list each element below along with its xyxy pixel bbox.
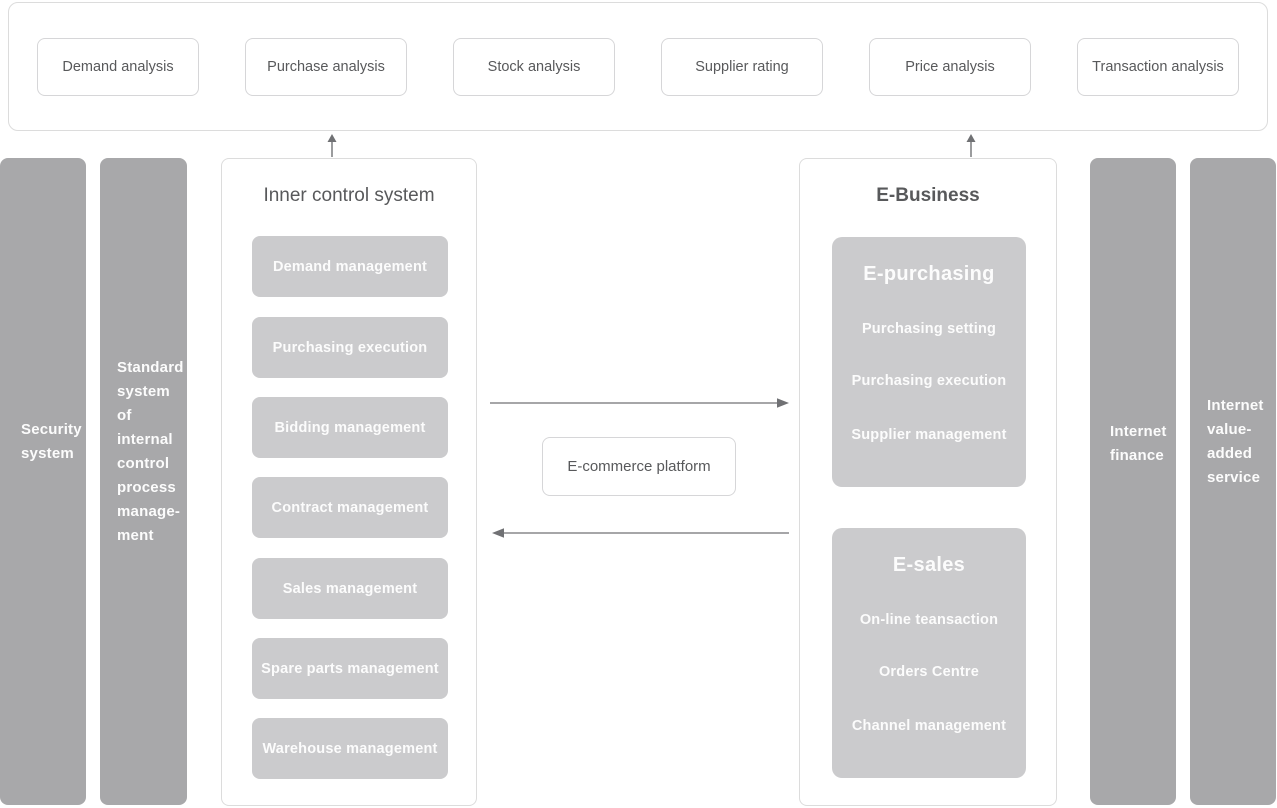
bar-security-system: Security system	[0, 158, 86, 805]
inner-control-title: Inner control system	[263, 185, 435, 206]
up-arrow-icon-left	[327, 134, 337, 157]
module-sales-management: Sales management	[252, 558, 448, 619]
group-e-sales-title: E-sales	[892, 554, 966, 576]
bar-internet-value-added-label: Internet value- added service	[1207, 397, 1264, 486]
module-bidding-management: Bidding management	[252, 397, 448, 458]
bar-internet-value-added: Internet value- added service	[1190, 158, 1276, 805]
module-warehouse-management: Warehouse management	[252, 718, 448, 779]
bar-standard-system: Standard system of internal control proc…	[100, 158, 187, 805]
bar-standard-system-label: Standard system of internal control proc…	[117, 359, 184, 544]
module-spare-parts-management: Spare parts management	[252, 638, 448, 699]
bar-internet-finance-label: Internet finance	[1110, 423, 1167, 464]
item-supplier-management: Supplier management	[851, 427, 1007, 443]
analysis-overview-panel: Demand analysis Purchase analysis Stock …	[8, 2, 1268, 131]
group-e-sales: E-sales On-line teansaction Orders Centr…	[832, 528, 1026, 778]
ecommerce-platform-box: E-commerce platform	[542, 437, 736, 496]
chip-transaction-analysis: Transaction analysis	[1077, 37, 1239, 96]
chip-price-analysis: Price analysis	[869, 37, 1031, 96]
group-e-purchasing-title: E-purchasing	[863, 263, 995, 285]
chip-purchase-analysis: Purchase analysis	[245, 37, 407, 96]
item-channel-management: Channel management	[851, 718, 1007, 734]
chip-demand-analysis: Demand analysis	[37, 37, 199, 96]
module-demand-management: Demand management	[252, 236, 448, 297]
inner-control-panel: Inner control system Demand management P…	[221, 158, 477, 806]
chip-stock-analysis: Stock analysis	[453, 37, 615, 96]
item-online-transaction: On-line teansaction	[859, 612, 999, 628]
up-arrow-icon-right	[966, 134, 976, 157]
ebusiness-panel: E-Business E-purchasing Purchasing setti…	[799, 158, 1057, 806]
flow-arrow-left-icon	[492, 528, 789, 538]
item-purchasing-setting: Purchasing setting	[861, 321, 997, 337]
bar-security-system-label: Security system	[21, 421, 82, 462]
flow-arrow-right-icon	[490, 398, 789, 408]
item-orders-centre: Orders Centre	[878, 664, 980, 680]
item-purchasing-execution: Purchasing execution	[851, 373, 1007, 389]
chip-supplier-rating: Supplier rating	[661, 37, 823, 96]
module-contract-management: Contract management	[252, 477, 448, 538]
bar-internet-finance: Internet finance	[1090, 158, 1176, 805]
ecommerce-platform-label: E-commerce platform	[567, 458, 711, 475]
ebusiness-title: E-Business	[876, 185, 980, 206]
module-purchasing-execution: Purchasing execution	[252, 317, 448, 378]
group-e-purchasing: E-purchasing Purchasing setting Purchasi…	[832, 237, 1026, 487]
